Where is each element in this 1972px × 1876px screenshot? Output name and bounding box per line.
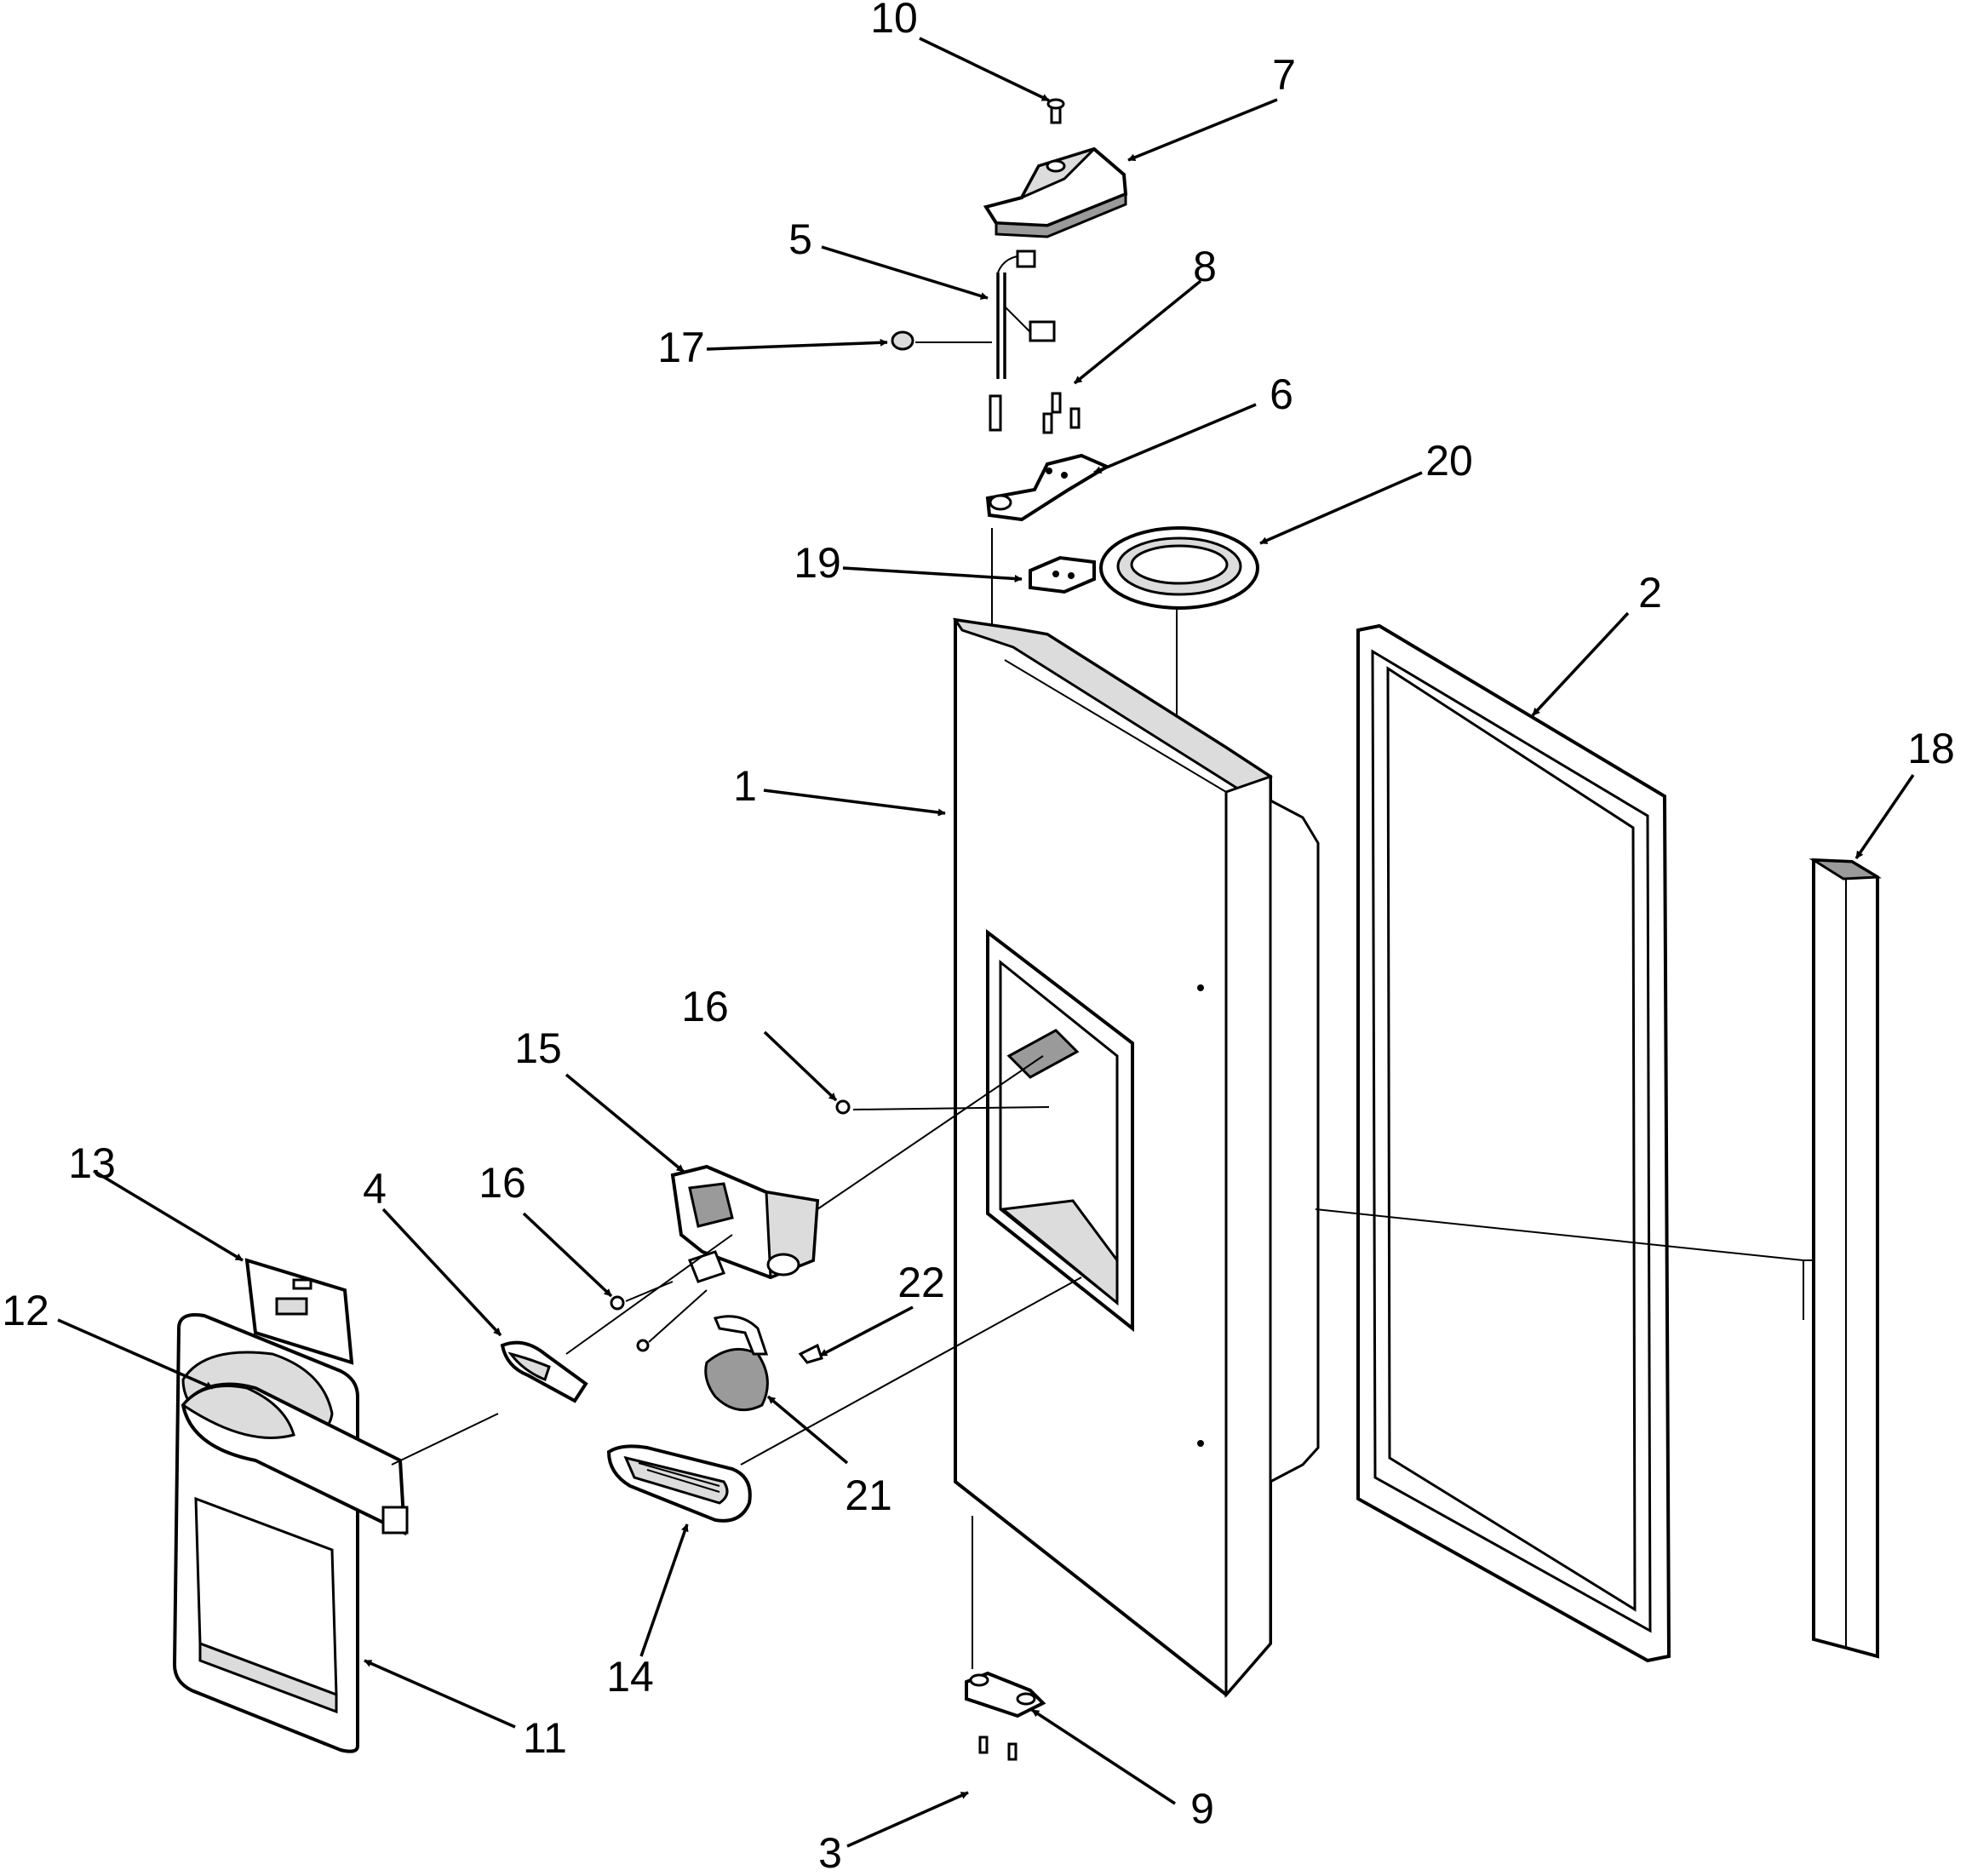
actuator-assembly	[670, 1164, 820, 1283]
dispenser-faceplate	[172, 1313, 359, 1753]
callout-17: 17	[657, 324, 705, 371]
hinge-bolts	[1042, 392, 1081, 434]
callout-22: 22	[897, 1259, 945, 1306]
control-board	[244, 1258, 354, 1365]
hinge-plate	[1029, 555, 1096, 594]
door-panel	[952, 617, 1320, 1699]
callout-16-upper: 16	[681, 983, 729, 1030]
callout-9: 9	[1190, 1785, 1214, 1833]
callout-13: 13	[68, 1139, 116, 1187]
grommet	[891, 330, 992, 351]
callout-11: 11	[523, 1714, 567, 1762]
callout-18: 18	[1907, 725, 1955, 772]
callout-7: 7	[1272, 51, 1296, 99]
callout-20: 20	[1425, 437, 1473, 485]
callout-16-lower: 16	[479, 1159, 526, 1207]
hinge-cover	[983, 146, 1128, 238]
leader-arrows	[57, 37, 1915, 1848]
assembly-guide-lines	[391, 528, 1804, 1669]
callout-21: 21	[845, 1472, 892, 1519]
wire-harness	[989, 250, 1056, 432]
callout-2: 2	[1638, 569, 1662, 617]
callout-1: 1	[733, 762, 757, 810]
callout-19: 19	[794, 539, 841, 587]
door-gasket	[1356, 623, 1671, 1663]
callout-12: 12	[2, 1287, 49, 1334]
callout-15: 15	[514, 1024, 562, 1072]
hinge-bracket	[985, 453, 1111, 522]
spring-clip	[798, 1343, 823, 1364]
touch-pad-overlay	[181, 1382, 409, 1536]
callout-14: 14	[606, 1653, 654, 1701]
callout-3: 3	[818, 1829, 842, 1876]
bottom-hinge	[965, 1671, 1046, 1718]
callout-6: 6	[1270, 370, 1293, 418]
callout-5: 5	[788, 215, 812, 263]
bottom-screws	[978, 1735, 1018, 1761]
chute-flap	[704, 1315, 769, 1412]
callout-10: 10	[870, 0, 918, 42]
seal-ring	[1099, 526, 1259, 610]
screws-16	[610, 1099, 851, 1352]
drip-tray	[606, 1444, 752, 1523]
trim-strip	[1803, 858, 1883, 1659]
callout-4: 4	[363, 1165, 387, 1213]
paddle-lever	[500, 1340, 588, 1403]
callout-8: 8	[1193, 243, 1217, 290]
top-screw	[1046, 98, 1065, 124]
